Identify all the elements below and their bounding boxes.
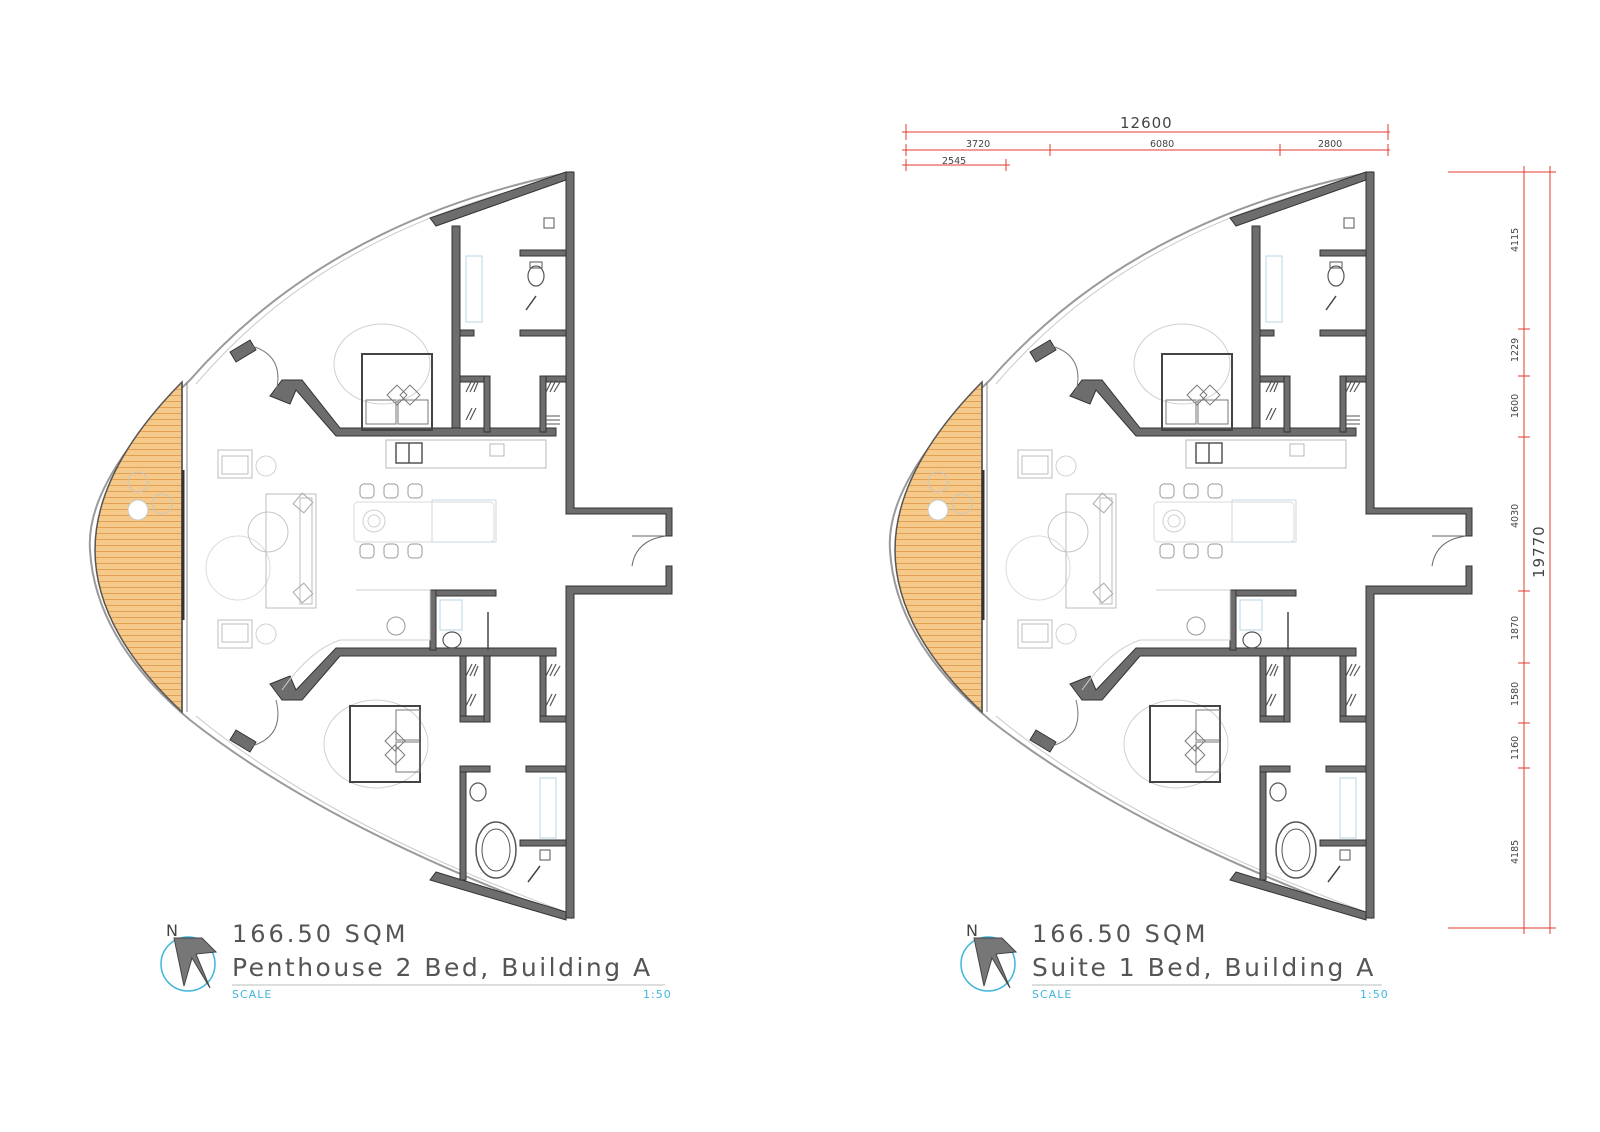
north-label: N: [166, 921, 178, 940]
dim-height-segment: 1229: [1510, 338, 1521, 362]
dim-height-segment: 1580: [1510, 682, 1521, 706]
dim-height-segment: 1870: [1510, 616, 1521, 640]
title-block-penthouse: N 166.50 SQM Penthouse 2 Bed, Building A…: [160, 920, 672, 1001]
floor-plan-suite: [888, 170, 1474, 922]
dim-height-segment: 4030: [1510, 504, 1521, 528]
dim-width-segment: 6080: [1150, 139, 1174, 150]
dim-width-segment: 3720: [966, 139, 990, 150]
horizontal-dimensions: [902, 124, 1390, 171]
dim-width-sub: 2545: [942, 156, 966, 167]
floor-plan-penthouse: [88, 170, 674, 922]
dim-total-height: 19770: [1530, 525, 1548, 578]
plan-area: 166.50 SQM: [1032, 920, 1208, 948]
scale-label: SCALE: [232, 988, 272, 1001]
scale-value: 1:50: [1360, 988, 1389, 1001]
scale-label: SCALE: [1032, 988, 1072, 1001]
vertical-dimensions: [1448, 166, 1556, 934]
dim-height-segment: 4185: [1510, 840, 1521, 864]
dim-width-segment: 2800: [1318, 139, 1342, 150]
plan-area: 166.50 SQM: [232, 920, 408, 948]
plan-name: Suite 1 Bed, Building A: [1032, 953, 1376, 982]
dim-height-segment: 1600: [1510, 394, 1521, 418]
plan-name: Penthouse 2 Bed, Building A: [232, 953, 653, 982]
dim-total-width: 12600: [1120, 114, 1173, 132]
dim-height-segment: 1160: [1510, 736, 1521, 760]
north-arrow-icon: N: [960, 921, 1018, 992]
scale-value: 1:50: [643, 988, 672, 1001]
north-arrow-icon: N: [160, 921, 218, 992]
title-block-suite: N 166.50 SQM Suite 1 Bed, Building A SCA…: [960, 920, 1389, 1001]
north-label: N: [966, 921, 978, 940]
dim-height-segment: 4115: [1510, 228, 1521, 252]
